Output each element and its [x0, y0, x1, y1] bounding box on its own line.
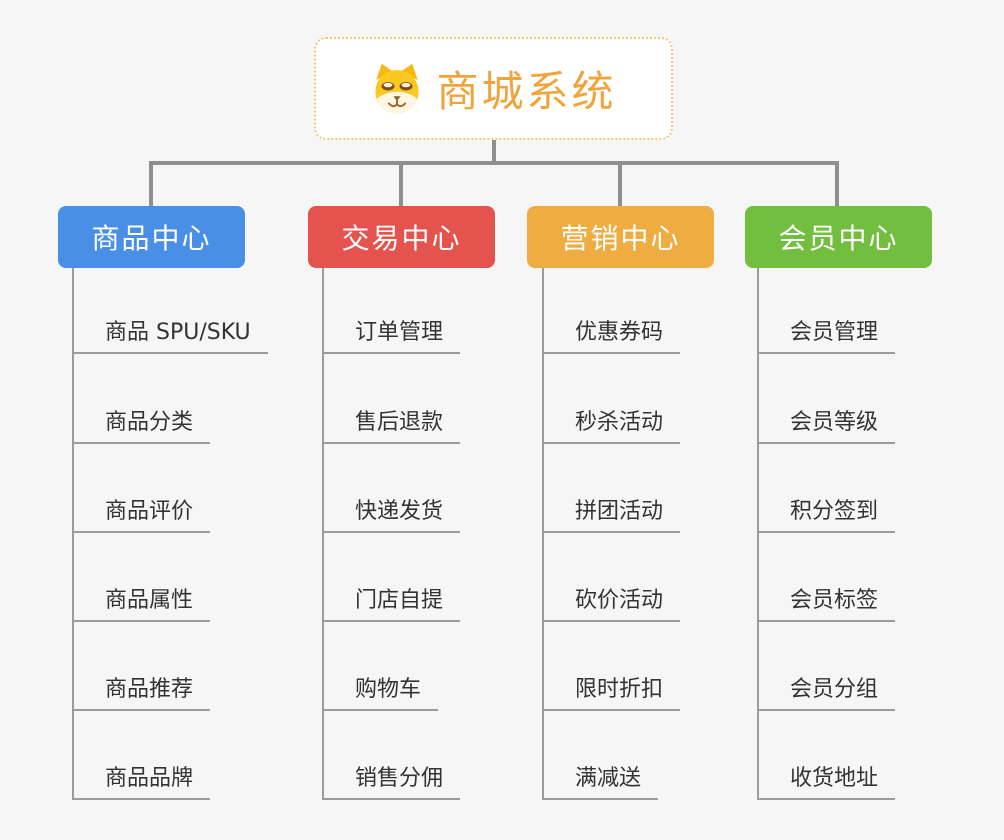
branch-node-trade-center[interactable]: 交易中心 — [308, 206, 495, 268]
leaf-item[interactable]: 优惠券码 — [542, 321, 681, 354]
branch-column-marketing: 优惠券码 秒杀活动 拼团活动 砍价活动 限时折扣 满减送 — [542, 268, 812, 802]
leaf-item[interactable]: 会员等级 — [757, 411, 896, 444]
leaf-item[interactable]: 商品推荐 — [72, 678, 211, 711]
leaf-item[interactable]: 积分签到 — [757, 500, 896, 533]
leaf-item[interactable]: 满减送 — [542, 767, 659, 800]
leaf-item[interactable]: 拼团活动 — [542, 500, 681, 533]
leaf-item[interactable]: 砍价活动 — [542, 589, 681, 622]
leaf-item[interactable]: 购物车 — [322, 678, 439, 711]
leaf-item[interactable]: 会员分组 — [757, 678, 896, 711]
leaf-item[interactable]: 收货地址 — [757, 767, 896, 800]
connector-stub-marketing — [618, 164, 622, 206]
leaf-item[interactable]: 商品品牌 — [72, 767, 211, 800]
leaf-item[interactable]: 商品属性 — [72, 589, 211, 622]
leaf-item[interactable]: 门店自提 — [322, 589, 461, 622]
branch-column-trade: 订单管理 售后退款 快递发货 门店自提 购物车 销售分佣 — [322, 268, 592, 802]
leaf-item[interactable]: 会员管理 — [757, 321, 896, 354]
leaf-item[interactable]: 秒杀活动 — [542, 411, 681, 444]
leaf-item[interactable]: 商品分类 — [72, 411, 211, 444]
connector-stub-member — [835, 164, 839, 206]
leaf-item[interactable]: 销售分佣 — [322, 767, 461, 800]
leaf-item[interactable]: 商品 SPU/SKU — [72, 321, 268, 354]
leaf-item[interactable]: 订单管理 — [322, 321, 461, 354]
leaf-item[interactable]: 会员标签 — [757, 589, 896, 622]
branch-column-member: 会员管理 会员等级 积分签到 会员标签 会员分组 收货地址 — [757, 268, 1004, 802]
connector-stub-product — [149, 164, 153, 206]
leaf-item[interactable]: 限时折扣 — [542, 678, 681, 711]
branch-node-marketing-center[interactable]: 营销中心 — [527, 206, 714, 268]
connector-root-stub — [492, 140, 496, 164]
branch-node-product-center[interactable]: 商品中心 — [58, 206, 245, 268]
leaf-item[interactable]: 售后退款 — [322, 411, 461, 444]
root-title: 商城系统 — [436, 67, 617, 116]
leaf-item[interactable]: 商品评价 — [72, 500, 211, 533]
connector-stub-trade — [399, 164, 403, 206]
branch-node-member-center[interactable]: 会员中心 — [745, 206, 932, 268]
dog-face-icon — [370, 62, 424, 116]
leaf-item[interactable]: 快递发货 — [322, 500, 461, 533]
root-node[interactable]: 商城系统 — [314, 37, 673, 140]
connector-horizontal — [149, 161, 839, 165]
branch-column-product: 商品 SPU/SKU 商品分类 商品评价 商品属性 商品推荐 商品品牌 — [72, 268, 342, 802]
